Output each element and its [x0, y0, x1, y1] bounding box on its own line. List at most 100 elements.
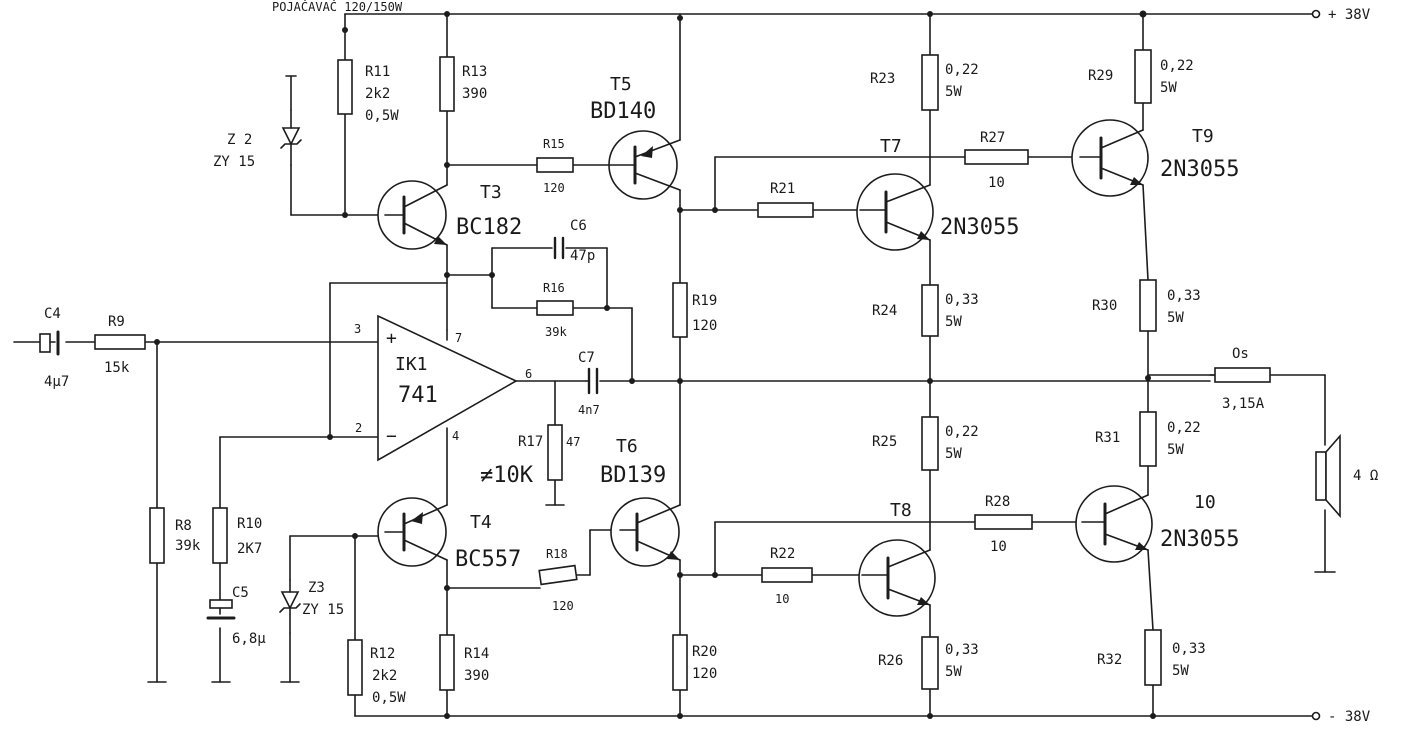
r19-body [672, 282, 688, 338]
r11-name: R11 [365, 64, 390, 80]
t7-name: T7 [880, 136, 902, 157]
transistor-t9-icon [1071, 119, 1149, 197]
r23-value: 0,22 [945, 62, 979, 78]
r24-value: 0,33 [945, 292, 979, 308]
z3-name: Z3 [308, 580, 325, 596]
speaker-value: 4 Ω [1353, 468, 1378, 484]
t3-name: T3 [480, 182, 502, 203]
r17-body [547, 424, 563, 481]
opamp-name: IK1 [395, 354, 428, 375]
r27-body [964, 149, 1029, 165]
r20-body [672, 634, 688, 691]
r14-value: 390 [464, 668, 489, 684]
r18-body [538, 564, 578, 586]
r11-value: 2k2 [365, 86, 390, 102]
resistor-bodies [94, 49, 1162, 696]
t9-name: T9 [1192, 126, 1214, 147]
t5-type: BD140 [590, 99, 656, 124]
r12-value: 2k2 [372, 668, 397, 684]
r10-body [212, 507, 228, 564]
z2-type: ZY 15 [213, 154, 255, 170]
r24-power: 5W [945, 314, 962, 330]
r31-body [1139, 411, 1157, 467]
r9-value: 15k [104, 360, 130, 376]
transistor-t3-icon [377, 180, 448, 250]
c5-name: C5 [232, 585, 249, 601]
r28-body [974, 514, 1033, 530]
r14-name: R14 [464, 646, 489, 662]
r21-body [757, 202, 814, 218]
t10-type: 2N3055 [1160, 527, 1239, 552]
r23-name: R23 [870, 71, 895, 87]
t3-type: BC182 [456, 215, 522, 240]
transistor-t6-icon [610, 497, 681, 567]
r23-body [921, 54, 939, 111]
r9-name: R9 [108, 314, 125, 330]
r12-name: R12 [370, 646, 395, 662]
r27-value: 10 [988, 175, 1005, 191]
opamp-minus-sign: − [386, 426, 397, 447]
t7-type: 2N3055 [940, 215, 1019, 240]
r26-value: 0,33 [945, 642, 979, 658]
transistor-t5-icon [608, 130, 681, 200]
r21-name: R21 [770, 181, 795, 197]
junction-dots [154, 10, 1156, 719]
z2-name: Z 2 [227, 132, 252, 148]
r30-value: 0,33 [1167, 288, 1201, 304]
r16-value: 39k [545, 325, 567, 339]
r30-name: R30 [1092, 298, 1117, 314]
r11-body [337, 59, 353, 115]
c4-name: C4 [44, 306, 61, 322]
transistor-t10-icon [1075, 485, 1153, 563]
c5-value: 6,8µ [232, 631, 266, 647]
r17-note: ≠10K [480, 463, 534, 488]
r29-name: R29 [1088, 68, 1113, 84]
opamp-pin4: 4 [452, 429, 459, 443]
c7-name: C7 [578, 350, 595, 366]
opamp-pin7: 7 [455, 331, 462, 345]
neg-supply-terminal [1311, 711, 1321, 721]
r15-value: 120 [543, 181, 565, 195]
r8-value: 39k [175, 538, 201, 554]
r25-body [921, 416, 939, 471]
r29-body [1134, 49, 1152, 104]
r12-body [347, 639, 363, 696]
c4-value: 4µ7 [44, 374, 69, 390]
c7-value: 4n7 [578, 403, 600, 417]
r32-body [1144, 629, 1162, 686]
r30-power: 5W [1167, 310, 1184, 326]
r18-value: 120 [552, 599, 574, 613]
r19-name: R19 [692, 293, 717, 309]
r16-body [536, 300, 574, 316]
t6-type: BD139 [600, 463, 666, 488]
r30-body [1139, 279, 1157, 332]
r15-name: R15 [543, 137, 565, 151]
r26-name: R26 [878, 653, 903, 669]
r16-name: R16 [543, 281, 565, 295]
fuse-name: Os [1232, 346, 1249, 362]
r22-value: 10 [775, 592, 789, 606]
r10-value: 2K7 [237, 541, 262, 557]
r31-power: 5W [1167, 442, 1184, 458]
r32-value: 0,33 [1172, 641, 1206, 657]
speaker-icon [1315, 433, 1341, 519]
r25-value: 0,22 [945, 424, 979, 440]
t5-name: T5 [610, 74, 632, 95]
r29-value: 0,22 [1160, 58, 1194, 74]
r23-power: 5W [945, 84, 962, 100]
pos-supply-terminal [1311, 9, 1321, 19]
transistor-t7-icon [856, 173, 934, 251]
r13-name: R13 [462, 64, 487, 80]
r18-name: R18 [546, 547, 568, 561]
wires [13, 13, 1336, 717]
r10-name: R10 [237, 516, 262, 532]
z3-type: ZY 15 [302, 602, 344, 618]
fuse-os [1214, 367, 1271, 383]
opamp-pin2: 2 [355, 421, 362, 435]
r29-power: 5W [1160, 80, 1177, 96]
r20-name: R20 [692, 644, 717, 660]
transistor-t4-icon [377, 497, 448, 567]
r27-name: R27 [980, 130, 1005, 146]
r28-name: R28 [985, 494, 1010, 510]
schematic-title: POJAČAVAČ 120/150W [272, 0, 403, 14]
